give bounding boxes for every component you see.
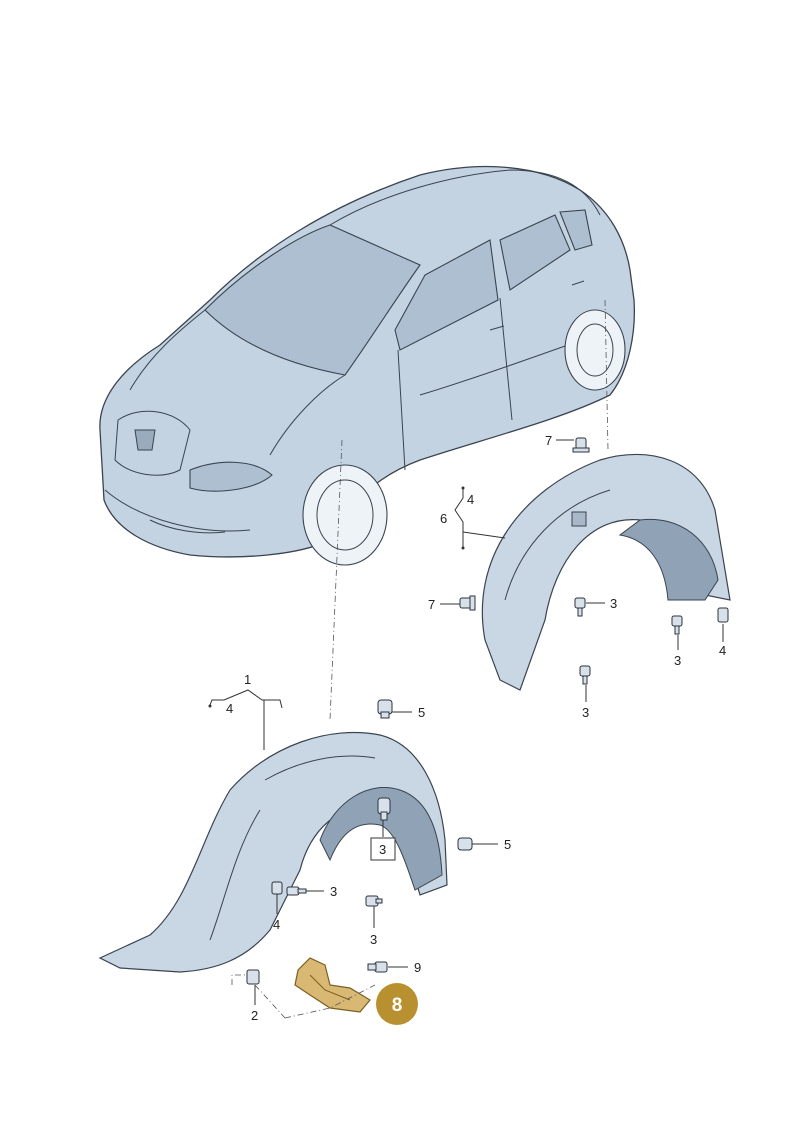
- fastener-9: [367, 961, 388, 973]
- fastener-3-left: [286, 886, 307, 896]
- fastener-3-mid: [574, 597, 586, 617]
- callout-5-top: 5: [418, 705, 425, 720]
- highlighted-part-8: [294, 957, 371, 1013]
- fastener-2: [246, 969, 260, 985]
- callout-3-lower: 3: [370, 932, 377, 947]
- quarter-window: [559, 209, 593, 251]
- rear-wheel-housing-liner: [481, 453, 731, 691]
- callout-3-box: 3: [379, 842, 386, 857]
- callout-4-lower-bracket: 4: [226, 701, 233, 716]
- fastener-4-right: [717, 607, 729, 623]
- callout-3-right: 3: [674, 653, 681, 668]
- callout-2: 2: [251, 1008, 258, 1023]
- callout-4-upper-bracket: 4: [467, 492, 474, 507]
- callout-7-top: 7: [545, 433, 552, 448]
- part-8-badge-label: 8: [392, 995, 403, 1016]
- callout-1: 1: [244, 672, 251, 687]
- callout-9: 9: [414, 960, 421, 975]
- callout-lines: [208, 439, 724, 1019]
- rear-wheel: [564, 309, 626, 391]
- fastener-3-bottom: [579, 665, 591, 685]
- fastener-3-box: [377, 797, 391, 821]
- callout-3-left: 3: [330, 884, 337, 899]
- front-side-window: [394, 239, 499, 351]
- front-wheel-housing-liner: [98, 731, 448, 973]
- callout-3-mid: 3: [610, 596, 617, 611]
- fastener-3-lower: [365, 895, 383, 907]
- callout-5-right: 5: [504, 837, 511, 852]
- fastener-3-right: [671, 615, 683, 635]
- rear-side-window: [499, 214, 571, 291]
- headlight: [189, 461, 273, 492]
- callout-4-left: 4: [273, 917, 280, 932]
- fastener-5-right: [457, 837, 473, 851]
- windshield: [204, 224, 421, 376]
- car-illustration: [99, 165, 635, 566]
- callout-6: 6: [440, 511, 447, 526]
- fastener-4-left: [271, 881, 283, 895]
- callout-3-bottom: 3: [582, 705, 589, 720]
- callout-7-left: 7: [428, 597, 435, 612]
- brand-badge: [134, 429, 156, 451]
- fastener-5-top: [377, 699, 393, 719]
- fastener-7-top: [572, 437, 590, 453]
- front-wheel: [302, 464, 388, 566]
- callout-4-right: 4: [719, 643, 726, 658]
- part-8-badge[interactable]: 8: [376, 983, 418, 1025]
- fastener-7-left: [459, 595, 476, 611]
